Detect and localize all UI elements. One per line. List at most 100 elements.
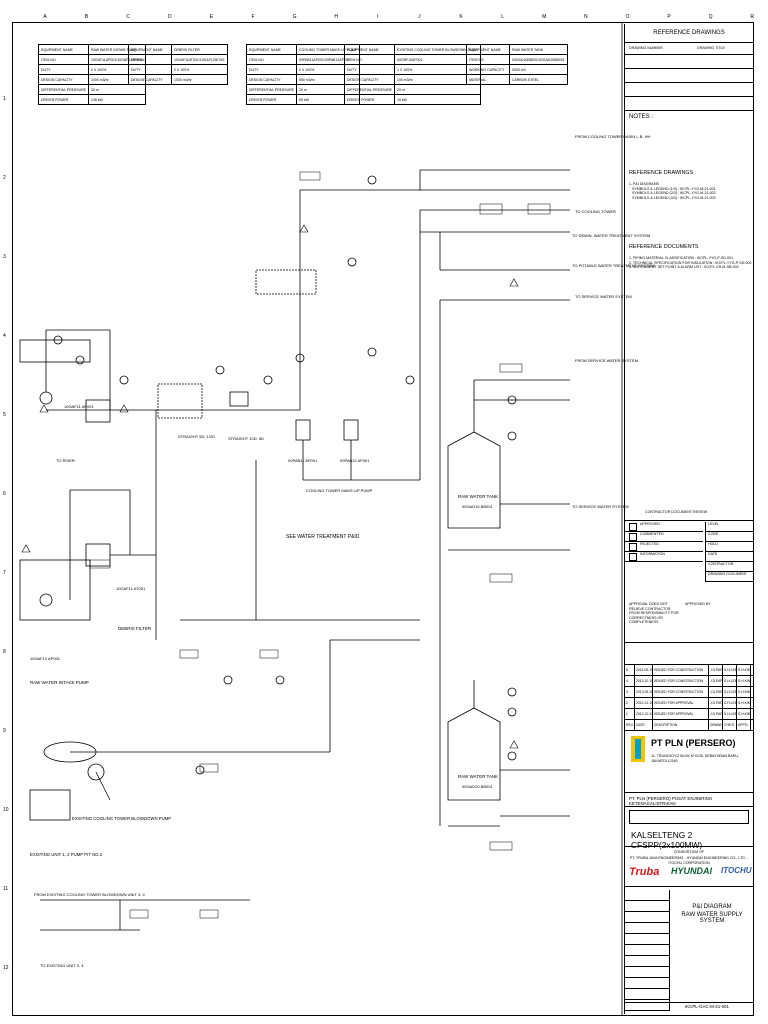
revision-cell: S.H.KIM: [737, 665, 751, 675]
review-checkbox[interactable]: [629, 543, 637, 551]
tag-filter: 10GAF11 AT001: [116, 586, 146, 591]
revision-cell: 2013.05.20: [635, 687, 653, 697]
revision-cell: S.H.KIM: [737, 687, 751, 697]
revision-cell: 2: [625, 698, 635, 708]
column-marker-f: F: [251, 14, 255, 20]
row-marker-7: 7: [3, 570, 6, 576]
label-to-demin: TO DEMIN. WATER TREATMENT SYSTEM: [572, 233, 650, 238]
spool-2: [255, 269, 317, 295]
revision-cell: ISSUED FOR CONSTRUCTION: [653, 676, 709, 686]
column-marker-b: B: [84, 14, 89, 20]
review-status-row: INFORMATION: [625, 552, 703, 562]
label-existing-ct-blowdown: EXISTING COOLING TOWER BLOWDOWN PUMP: [72, 816, 171, 821]
column-marker-p: P: [667, 14, 671, 20]
ref-drawing-item: SYMBOLS & LEGEND (3/3) : IKCPL-YYG-M-21-…: [629, 195, 716, 200]
revision-cell: J.D.PARK: [709, 709, 723, 719]
row-marker-12: 12: [3, 965, 9, 971]
tag-tank-1: 00GAD10 BB001: [462, 504, 493, 509]
label-raw-water-tank-2: RAW WATER TANK: [458, 774, 498, 779]
revision-cell: ISSUED FOR CONSTRUCTION: [653, 665, 709, 675]
revision-cell: 2012.10.24: [635, 709, 653, 719]
row-marker-8: 8: [3, 649, 6, 655]
pln-logo: [631, 736, 645, 762]
notes-title: NOTES :: [629, 114, 654, 120]
review-status-row: APPROVED: [625, 522, 703, 532]
revision-cell: ISSUED FOR APPROVAL: [653, 709, 709, 719]
row-marker-10: 10: [3, 807, 9, 813]
sign-block-row: [625, 978, 670, 989]
review-status-row: REJECTED: [625, 542, 703, 552]
intake-sump-lower: [19, 559, 91, 621]
revision-cell: 5: [625, 665, 635, 675]
label-to-existing-unit: TO EXISTING UNIT 3, 4: [40, 963, 84, 968]
revision-cell: ISSUED FOR APPROVAL: [653, 698, 709, 708]
review-side-field: CONTRACTOR: [705, 562, 753, 572]
revision-cell: 2014.05.15: [635, 665, 653, 675]
review-side-field: DATE: [705, 552, 753, 562]
review-checkbox[interactable]: [629, 523, 637, 531]
revision-cell: DRAWN: [709, 720, 723, 730]
ref-col-2: DRAWING TITLE: [697, 46, 725, 50]
equipment-field-label: DESIGN CAPACITY: [128, 74, 172, 85]
ref-document-item: 2. TECHNICAL SPECIFICATION FOR INSULATIO…: [629, 260, 752, 265]
revision-cell: REV.: [625, 720, 635, 730]
right-title-panel: REFERENCE DRAWINGS DRAWING NUMBER DRAWIN…: [624, 24, 753, 1014]
row-marker-6: 6: [3, 491, 6, 497]
revision-cell: 1: [625, 709, 635, 719]
revision-cell: DATE: [635, 720, 653, 730]
column-marker-h: H: [334, 14, 338, 20]
revision-cell: DESCRIPTION: [653, 720, 709, 730]
tag-intake-1: 10GAF11 AP001: [64, 404, 95, 409]
column-marker-q: Q: [708, 14, 713, 20]
instrument-box-1: [229, 391, 249, 407]
label-from-existing-ct: FROM EXISTING COOLING TOWER BLOWDOWN UNI…: [34, 892, 145, 897]
truba-logo: Truba: [629, 866, 660, 878]
sign-block-row: [625, 989, 670, 1000]
intake-pump-2-symbol: [39, 593, 53, 607]
column-marker-c: C: [126, 14, 130, 20]
sign-block: [625, 886, 670, 1016]
intake-pump-1-symbol: [39, 391, 53, 405]
label-to-cooling-tower: TO COOLING TOWER: [575, 209, 616, 214]
revision-cell: S.H.KIM: [737, 676, 751, 686]
ref-col-1: DRAWING NUMBER: [629, 46, 663, 50]
review-checkbox[interactable]: [629, 553, 637, 561]
approval-text: APPROVAL DOES NOT RELIEVE CONTRACTOR FRO…: [629, 602, 679, 625]
revision-cell: S.H.LEE: [723, 709, 737, 719]
review-checkbox[interactable]: [629, 533, 637, 541]
instrument-bubbles: [53, 175, 517, 775]
ref-drawing-item: SYMBOLS & LEGEND (2/3) : IKCPL-YYG-M-21-…: [629, 191, 716, 196]
tag-pump-2: 00PAB12 AP001: [340, 458, 370, 463]
revision-cell: 2013.10.10: [635, 676, 653, 686]
owner-unit: PT. PLN (PERSERO) PUSAT ENJINIRING KETEN…: [629, 796, 713, 807]
owner-name: PT PLN (PERSERO): [651, 738, 736, 748]
approved-by: APPROVED BY: [685, 602, 711, 606]
equipment-field-value: 15 kW: [394, 94, 481, 105]
equipment-field-label: DRIVER POWER: [38, 94, 89, 105]
consortium-label: CONSORTIUM OF: [673, 850, 705, 854]
ref-document-item: 1. PIPING MATERIAL CLASSIFICATION : IKCP…: [629, 256, 734, 260]
review-status-label: COMMENTED: [640, 532, 664, 536]
tag-pump-1: 00PAB11 AP001: [288, 458, 318, 463]
column-marker-n: N: [583, 14, 588, 20]
ct-makeup-pump-2: [343, 419, 359, 441]
barcode-strip: [629, 810, 749, 824]
column-marker-e: E: [209, 14, 214, 20]
column-marker-o: O: [625, 14, 630, 20]
equipment-field-value: 145 kW: [88, 94, 146, 105]
intake-sump-upper: [19, 339, 91, 363]
column-marker-l: L: [501, 14, 504, 20]
column-marker-j: J: [418, 14, 421, 20]
review-side-field: CODE: [705, 532, 753, 542]
